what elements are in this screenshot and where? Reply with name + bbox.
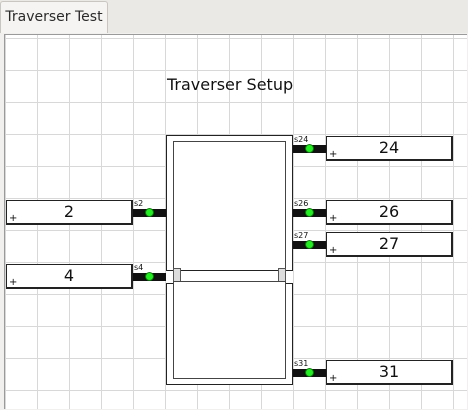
sensor-box[interactable]: 2 +	[6, 200, 133, 225]
sensor-value: 24	[378, 138, 400, 157]
sensor-id-label: s27	[294, 231, 309, 240]
sensor-value: 4	[63, 266, 75, 285]
sensor-value: 31	[378, 362, 400, 381]
traverser-upper-deck	[173, 141, 286, 273]
expand-plus-icon[interactable]: +	[9, 213, 18, 224]
expand-plus-icon[interactable]: +	[9, 277, 18, 288]
tab-traverser-test[interactable]: Traverser Test	[0, 1, 108, 33]
sensor-id-label: s2	[134, 199, 144, 208]
tab-bar: Traverser Test	[0, 0, 468, 33]
sensor-led-icon[interactable]	[145, 208, 154, 217]
traverser[interactable]	[166, 135, 293, 385]
sensor-id-label: s4	[134, 263, 144, 272]
layout-canvas[interactable]: Traverser Setup s2 2 + s4 4 + s24 24 + s…	[4, 34, 467, 409]
sensor-led-icon[interactable]	[305, 144, 314, 153]
sensor-value: 27	[378, 234, 400, 253]
expand-plus-icon[interactable]: +	[329, 213, 338, 224]
expand-plus-icon[interactable]: +	[329, 373, 338, 384]
panel-title: Traverser Setup	[167, 75, 294, 94]
sensor-id-label: s26	[294, 199, 309, 208]
sensor-box[interactable]: 27 +	[326, 232, 453, 257]
sensor-id-label: s24	[294, 135, 309, 144]
expand-plus-icon[interactable]: +	[329, 149, 338, 160]
sensor-led-icon[interactable]	[305, 208, 314, 217]
expand-plus-icon[interactable]: +	[329, 245, 338, 256]
sensor-led-icon[interactable]	[305, 368, 314, 377]
sensor-box[interactable]: 4 +	[6, 264, 133, 289]
sensor-box[interactable]: 26 +	[326, 200, 453, 225]
sensor-id-label: s31	[294, 359, 309, 368]
traverser-lower-deck	[173, 281, 286, 379]
sensor-led-icon[interactable]	[305, 240, 314, 249]
sensor-box[interactable]: 31 +	[326, 360, 453, 385]
sensor-value: 26	[378, 202, 400, 221]
sensor-led-icon[interactable]	[145, 272, 154, 281]
sensor-value: 2	[63, 202, 75, 221]
sensor-box[interactable]: 24 +	[326, 136, 453, 161]
